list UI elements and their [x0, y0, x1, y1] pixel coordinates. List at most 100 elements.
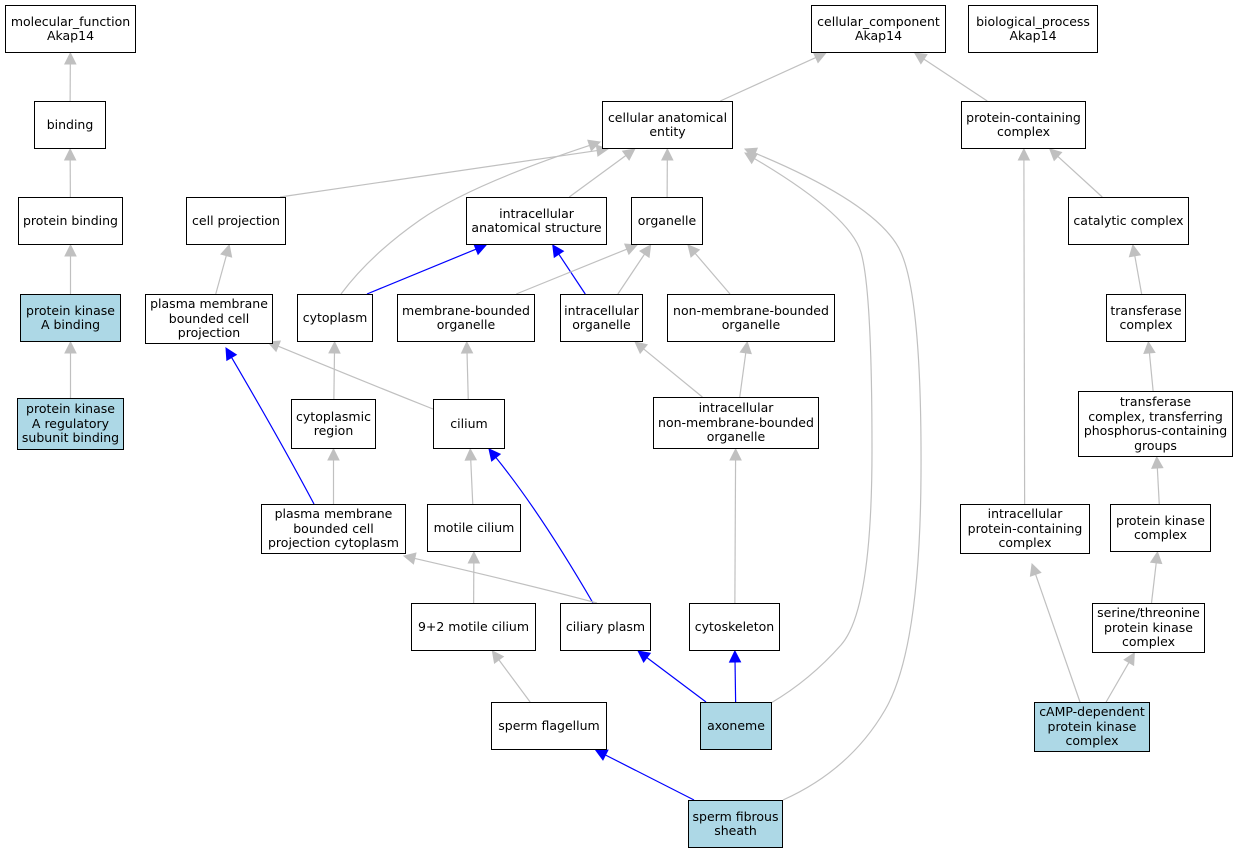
- node-organelle[interactable]: organelle: [631, 197, 703, 245]
- arrowhead-pmbcpc-to-pmbcp: [225, 347, 238, 362]
- node-cellular-anatomical-entity[interactable]: cellular anatomical entity: [602, 101, 733, 149]
- arrowhead-sfs-to-cae: [743, 147, 759, 160]
- arrowhead-pmbcp-to-cell_proj: [220, 243, 233, 258]
- arrowhead-io-to-organelle: [638, 244, 652, 259]
- node-binding[interactable]: binding: [34, 101, 106, 149]
- node-serine-threonine-protein-kinase-complex[interactable]: serine/threonine protein kinase complex: [1092, 603, 1205, 653]
- node-protein-containing-complex[interactable]: protein-containing complex: [961, 101, 1086, 149]
- edge-sfs-to-cae: [754, 152, 922, 801]
- arrowhead-flagellum-to-nine2: [491, 650, 505, 664]
- edge-tctpcg-to-transferase: [1148, 352, 1154, 392]
- edge-sfs-to-flagellum: [605, 754, 695, 801]
- edge-stpkc-to-pkc: [1150, 562, 1157, 604]
- node-membrane-bounded-organelle[interactable]: membrane-bounded organelle: [397, 294, 535, 342]
- node-cell-projection[interactable]: cell projection: [186, 197, 286, 245]
- node-axoneme[interactable]: axoneme: [700, 702, 772, 750]
- node-plasma-membrane-bounded-cell-projection[interactable]: plasma membrane bounded cell projection: [145, 294, 273, 344]
- arrowhead-pka_binding-to-protein_binding: [64, 243, 77, 257]
- arrowhead-axoneme-to-ciliary: [637, 650, 652, 663]
- edge-motile-to-cilium: [470, 459, 474, 505]
- arrowhead-camp-to-ipcc: [1029, 562, 1042, 577]
- node-camp-dependent-protein-kinase-complex[interactable]: cAMP-dependent protein kinase complex: [1034, 702, 1150, 752]
- arrowhead-cyto_region-to-cytoplasm: [328, 340, 341, 354]
- node-transferase-complex[interactable]: transferase complex: [1106, 294, 1186, 342]
- node-cilium[interactable]: cilium: [433, 399, 505, 449]
- node-catalytic-complex[interactable]: catalytic complex: [1068, 197, 1189, 245]
- arrowhead-stpkc-to-pkc: [1149, 550, 1163, 565]
- node-non-membrane-bounded-organelle[interactable]: non-membrane-bounded organelle: [667, 294, 835, 342]
- arrowhead-binding-to-mf: [64, 51, 77, 65]
- arrowhead-cae-to-cc: [812, 52, 827, 64]
- edge-axoneme-to-ciliary: [646, 657, 707, 703]
- node-sperm-fibrous-sheath[interactable]: sperm fibrous sheath: [688, 800, 783, 848]
- arrowhead-motile-to-cilium: [464, 447, 478, 461]
- node-plasma-membrane-bounded-cell-projection-cytoplasm[interactable]: plasma membrane bounded cell projection …: [261, 504, 406, 554]
- edge-inmbo-to-io: [643, 348, 703, 398]
- arrowhead-io-to-ias: [552, 244, 565, 259]
- arrowhead-nine2-to-motile: [467, 550, 481, 564]
- edge-pcc-to-cc: [923, 58, 988, 102]
- edge-pmbcp-to-cell_proj: [215, 255, 227, 295]
- edge-cilium-to-mbo: [466, 352, 469, 400]
- arrowhead-ciliary-to-pmbcpc: [402, 552, 417, 565]
- node-protein-kinase-a-regulatory-subunit-binding[interactable]: protein kinase A regulatory subunit bind…: [17, 398, 124, 450]
- node-cytoplasmic-region[interactable]: cytoplasmic region: [291, 399, 376, 449]
- node-transferase-complex-transferring-phosphorus-containing-groups[interactable]: transferase complex, transferring phosph…: [1078, 391, 1233, 457]
- node-motile-cilium[interactable]: motile cilium: [427, 504, 521, 552]
- edge-flagellum-to-nine2: [498, 659, 531, 703]
- node-protein-kinase-a-binding[interactable]: protein kinase A binding: [20, 294, 121, 342]
- edge-ias-to-cae: [568, 155, 627, 198]
- edge-cilium-to-pmbcp: [277, 345, 434, 410]
- arrowhead-inmbo-to-nmbo: [739, 340, 752, 355]
- edge-inmbo-to-nmbo: [739, 352, 747, 398]
- edge-cae-to-cc: [720, 57, 816, 102]
- node-intracellular-anatomical-structure[interactable]: intracellular anatomical structure: [466, 197, 607, 245]
- arrowhead-pka_reg-to-pka_binding: [64, 340, 77, 354]
- edge-mbo-to-organelle: [516, 248, 628, 295]
- edge-axoneme-to-cae: [754, 158, 873, 704]
- edge-ipcc-to-pcc: [1023, 159, 1026, 505]
- node-cytoplasm[interactable]: cytoplasm: [297, 294, 373, 342]
- node-intracellular-non-membrane-bounded-organelle[interactable]: intracellular non-membrane-bounded organ…: [653, 397, 819, 449]
- node-sperm-flagellum[interactable]: sperm flagellum: [491, 702, 607, 750]
- edge-camp-to-stpkc: [1105, 662, 1130, 703]
- arrowhead-cytoskeleton-to-inmbo: [729, 447, 742, 461]
- edge-axoneme-to-cytoskeleton: [734, 661, 737, 703]
- arrowhead-ias-to-cae: [621, 148, 636, 161]
- edge-io-to-organelle: [617, 253, 646, 295]
- edge-ciliary-to-pmbcpc: [414, 557, 598, 604]
- edge-cytoskeleton-to-inmbo: [734, 459, 737, 604]
- edge-nmbo-to-organelle: [694, 252, 731, 295]
- node-molecular-function[interactable]: molecular_function Akap14: [5, 5, 136, 53]
- arrowhead-nmbo-to-organelle: [687, 244, 701, 258]
- arrowhead-tctpcg-to-transferase: [1143, 340, 1156, 355]
- arrowhead-inmbo-to-io: [634, 341, 649, 355]
- arrowhead-transferase-to-catalytic: [1128, 243, 1142, 258]
- arrowhead-ipcc-to-pcc: [1017, 147, 1031, 161]
- node-intracellular-protein-containing-complex[interactable]: intracellular protein-containing complex: [960, 504, 1090, 554]
- edge-cyto_region-to-cytoplasm: [333, 352, 336, 400]
- node-biological-process[interactable]: biological_process Akap14: [968, 5, 1098, 53]
- arrowhead-cilium-to-mbo: [460, 340, 474, 354]
- arrowhead-organelle-to-cae: [661, 147, 674, 161]
- edge-camp-to-ipcc: [1035, 574, 1081, 703]
- node-protein-kinase-complex[interactable]: protein kinase complex: [1110, 504, 1211, 552]
- arrowhead-cytoplasm-to-cae: [587, 139, 602, 152]
- node-protein-binding[interactable]: protein binding: [18, 197, 123, 245]
- edge-cell_proj-to-cae: [279, 149, 598, 198]
- edge-cytoplasm-to-ias: [366, 248, 477, 295]
- node-cytoskeleton[interactable]: cytoskeleton: [689, 603, 780, 651]
- arrowhead-protein_binding-to-binding: [63, 147, 77, 161]
- edge-catalytic-to-pcc: [1057, 155, 1103, 198]
- node-cellular-component[interactable]: cellular_component Akap14: [811, 5, 946, 53]
- arrowhead-sfs-to-flagellum: [594, 749, 609, 761]
- node-ciliary-plasm[interactable]: ciliary plasm: [560, 603, 651, 651]
- edge-ciliary-to-cilium: [495, 457, 594, 604]
- node-9-2-motile-cilium[interactable]: 9+2 motile cilium: [411, 603, 536, 651]
- node-intracellular-organelle[interactable]: intracellular organelle: [560, 294, 643, 342]
- edge-pmbcpc-to-pmbcp: [231, 357, 315, 505]
- edge-cytoplasm-to-cae: [340, 144, 590, 295]
- arrowhead-mbo-to-organelle: [623, 243, 639, 256]
